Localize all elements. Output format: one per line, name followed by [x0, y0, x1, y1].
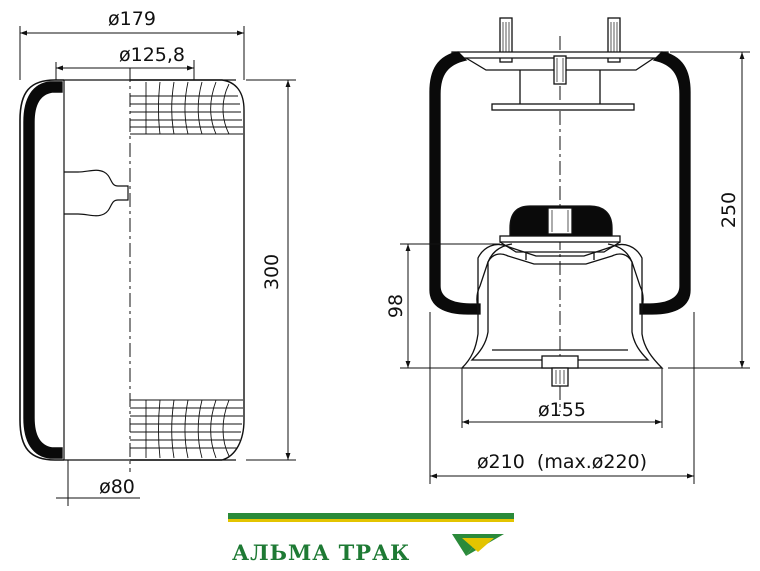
- dim-right-height: 250: [718, 192, 740, 228]
- brand-green-bar: [228, 513, 514, 519]
- chevron-down-icon: [452, 534, 504, 556]
- bellows-rubber-outer: [429, 51, 481, 315]
- brand-yellow-bar: [228, 519, 514, 522]
- bellows-rubber-outer-right: [639, 51, 691, 315]
- dim-right-outer-diameter: ø210 (max.ø220): [477, 451, 647, 473]
- dim-right-piston-height: 98: [385, 294, 407, 318]
- bellows-right-contour: [130, 79, 245, 461]
- left-dimension-lines: [19, 26, 296, 506]
- brand-name: АЛЬМА ТРАК: [232, 540, 410, 565]
- dim-left-height: 300: [261, 254, 283, 290]
- dim-left-top-diameter: ø125,8: [119, 44, 185, 66]
- bellows-outer-contour: [19, 79, 64, 461]
- piston-body: [460, 243, 664, 369]
- piston-top-plate: [499, 235, 621, 243]
- dim-left-bottom-diameter: ø80: [99, 476, 135, 498]
- left-view-bellows: [19, 68, 245, 472]
- left-top-cord-pattern: [130, 81, 243, 135]
- piston-bottom-boss: [541, 355, 579, 369]
- right-dimension-lines: [400, 51, 750, 484]
- left-bottom-cord-pattern: [130, 399, 243, 459]
- right-view-air-spring: [429, 17, 691, 412]
- bump-stop-plate: [491, 103, 635, 111]
- side-fitting-outline: [64, 169, 129, 217]
- dim-left-outer-diameter: ø179: [108, 8, 156, 30]
- bellows-rubber-wall: [23, 81, 63, 459]
- dim-right-piston-diameter: ø155: [538, 399, 586, 421]
- brand-logo: АЛЬМА ТРАК: [228, 513, 514, 565]
